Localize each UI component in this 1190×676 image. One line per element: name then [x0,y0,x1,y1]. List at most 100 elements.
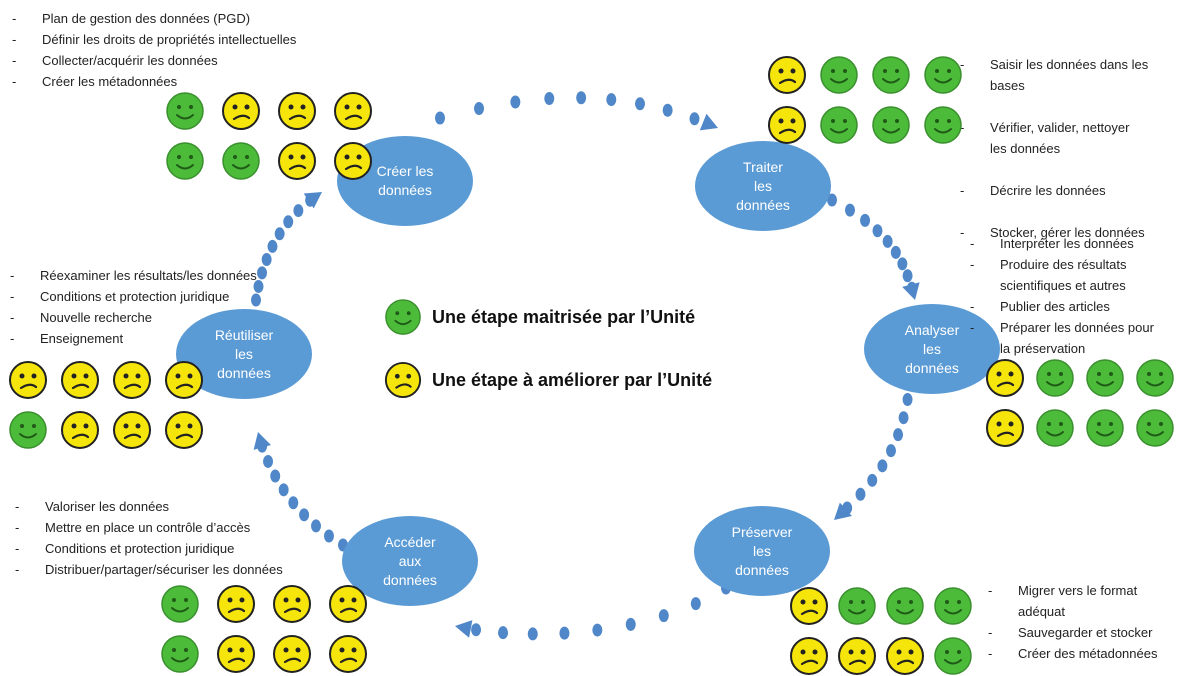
legend-to-improve: Une étape à améliorer par l’Unité [384,361,712,399]
dot [902,393,913,407]
green-smiley-icon [9,411,47,449]
task-list-reutiliser: Réexaminer les résultats/les données Con… [10,265,257,349]
green-smiley-icon [1086,409,1124,447]
green-smiley-icon [1136,409,1174,447]
arrowhead [834,502,852,520]
dot [283,215,294,229]
green-smiley-icon [924,106,962,144]
yellow-smiley-icon [329,585,367,623]
yellow-smiley-icon [768,106,806,144]
green-smiley-icon [1086,359,1124,397]
dot [827,193,837,207]
rating-grid-creer [165,91,373,181]
task-item: Préparer les données pour la préservatio… [970,317,1154,359]
yellow-smiley-icon [278,92,316,130]
rating-grid-reutiliser [8,360,204,450]
dot [690,597,701,611]
yellow-smiley-icon [334,142,372,180]
task-item: Enseignement [10,328,257,349]
yellow-smiley-icon [886,637,924,675]
green-smiley-icon [820,106,858,144]
task-item: Valoriser les données [15,496,283,517]
yellow-smiley-icon [986,409,1024,447]
dot [860,213,871,227]
dot [274,227,285,241]
legend-to-improve-text: Une étape à améliorer par l’Unité [432,369,713,390]
stage-label-preserver: Préserver les données [731,523,793,578]
task-item: Sauvegarder et stocker [988,622,1157,643]
arrow-traiter-analyser [827,193,920,300]
dot [592,623,603,637]
stage-node-acceder: Accéder aux données [342,516,478,606]
yellow-smiley-icon [768,56,806,94]
yellow-smiley-icon [9,361,47,399]
dot [270,469,281,483]
dot [471,623,482,637]
stage-label-analyser: Analyser les données [904,321,960,376]
task-item: Migrer vers le format adéquat [988,580,1157,622]
dot [544,92,555,106]
arrow-analyser-preserver [834,373,915,520]
arrow-preserver-acceder [455,581,731,641]
arrowhead [253,432,271,450]
dot [576,91,587,105]
dot [474,101,485,115]
dot [263,454,274,468]
green-smiley-icon [872,56,910,94]
arrow-reutiliser-creer [251,192,322,307]
green-smiley-icon [166,142,204,180]
dot [662,103,673,117]
green-smiley-icon [886,587,924,625]
rating-grid-traiter [767,55,963,145]
task-item: Réexaminer les résultats/les données [10,265,257,286]
rating-grid-preserver [789,586,973,676]
task-item: Plan de gestion des données (PGD) [12,8,296,29]
dot [689,112,700,126]
yellow-smiley-icon [384,361,422,399]
green-smiley-icon [385,299,421,335]
dot [893,428,904,442]
dot [897,257,908,271]
green-smiley-icon [222,142,260,180]
dot [559,626,570,640]
dot [299,508,310,522]
task-item: Conditions et protection juridique [15,538,283,559]
yellow-smiley-icon [217,635,255,673]
yellow-smiley-icon [273,585,311,623]
task-item: Vérifier, valider, nettoyer les données [960,117,1148,159]
green-smiley-icon [934,587,972,625]
yellow-smiley-icon [986,359,1024,397]
task-item: Nouvelle recherche [10,307,257,328]
legend-mastered: Une étape maitrisée par l’Unité [384,298,695,336]
arrowhead [455,620,473,638]
arrowhead [303,192,322,209]
dot [510,95,521,109]
dot [527,627,538,641]
dot [261,253,272,267]
dot [855,487,866,501]
dot [658,609,669,623]
dot [890,245,901,259]
green-smiley-icon [1036,359,1074,397]
task-item: Conditions et protection juridique [10,286,257,307]
yellow-smiley-icon [113,361,151,399]
dot [323,529,334,543]
arrowhead [699,113,718,131]
task-item: Publier des articles [970,296,1154,317]
dot [886,444,897,458]
yellow-smiley-icon [61,361,99,399]
yellow-smiley-icon [217,585,255,623]
dot [625,617,636,631]
task-item: Créer les métadonnées [12,71,296,92]
yellow-smiley-icon [113,411,151,449]
yellow-smiley-icon [329,635,367,673]
task-item: Mettre en place un contrôle d’accès [15,517,283,538]
task-list-creer: Plan de gestion des données (PGD) Défini… [12,8,296,92]
dot [278,483,289,497]
dot [867,473,878,487]
task-list-analyser: Interpréter les données Produire des rés… [970,233,1154,359]
task-item: Saisir les données dans les bases [960,54,1148,96]
dot [882,234,893,248]
stage-label-traiter: Traiter les données [736,158,790,213]
green-smiley-icon [1136,359,1174,397]
